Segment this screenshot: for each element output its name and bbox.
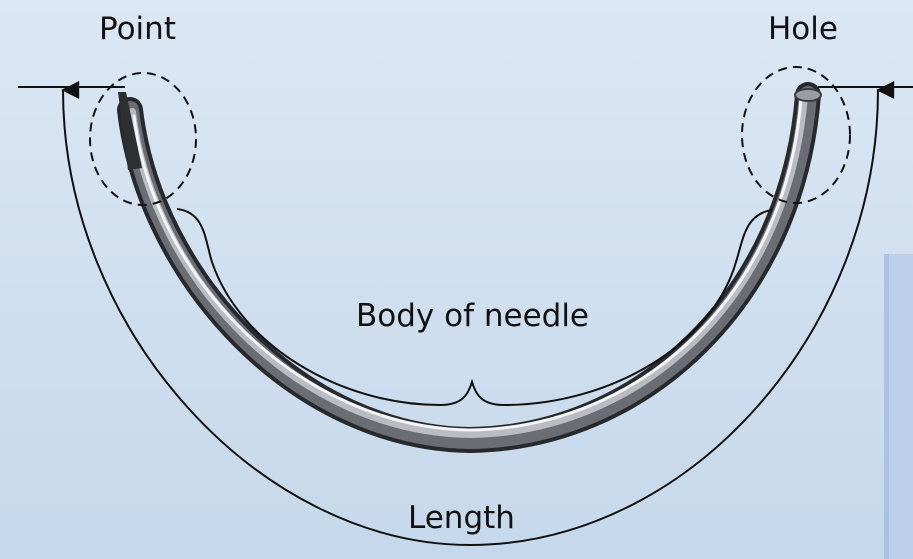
point-label: Point (99, 14, 176, 45)
length-label: Length (408, 503, 515, 534)
side-panel-inner (889, 254, 913, 559)
body-of-needle-label: Body of needle (356, 301, 589, 332)
needle-hole-end (795, 89, 821, 101)
hole-label: Hole (768, 14, 838, 45)
